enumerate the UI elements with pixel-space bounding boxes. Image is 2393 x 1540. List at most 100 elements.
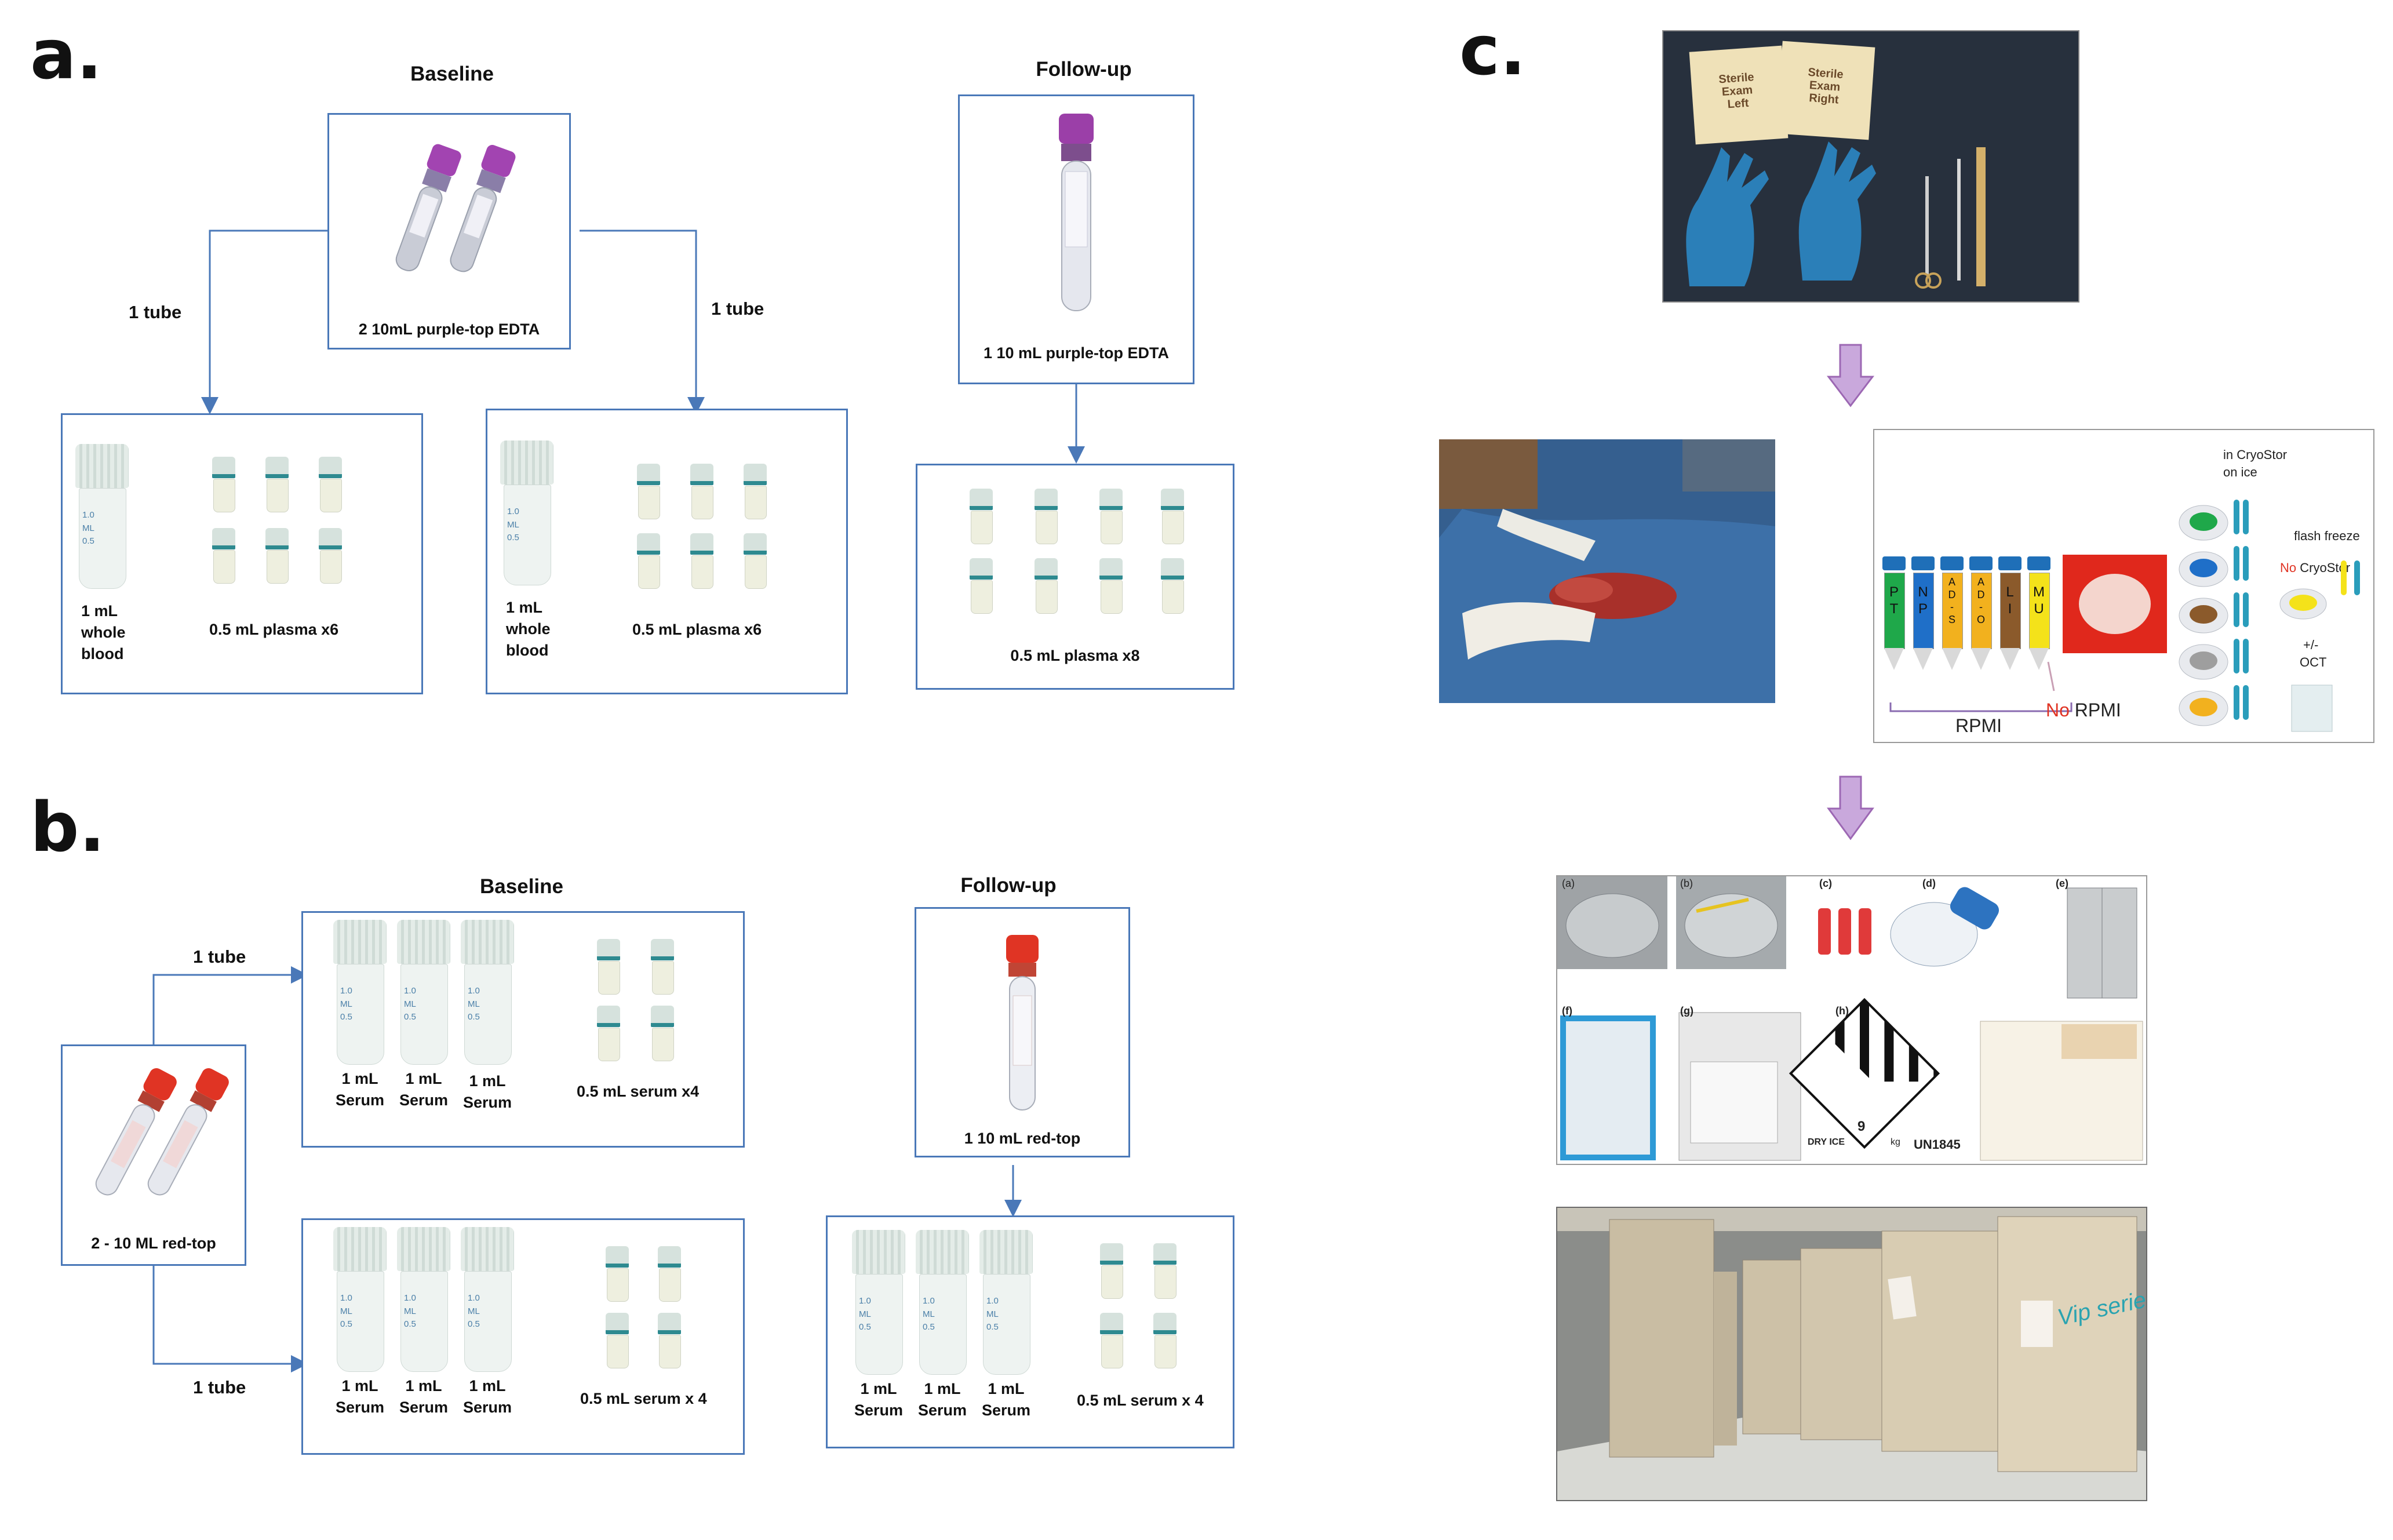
- followup-tube-label: 1 10 mL purple-top EDTA: [983, 344, 1170, 362]
- plasma-vial: [211, 457, 236, 515]
- serum-label-line2: Serum: [462, 1399, 512, 1416]
- shipping-sub-g: (g): [1680, 1005, 1693, 1017]
- serum-vial: [1099, 1313, 1124, 1371]
- serum-label-line2: Serum: [335, 1399, 385, 1416]
- box1-whole-blood-line2: whole: [81, 624, 126, 641]
- serum-label-line2: Serum: [399, 1399, 449, 1416]
- shipping-sub-d: (d): [1922, 878, 1936, 889]
- plasma-vial: [742, 533, 768, 591]
- freezer-room-photo: Vip series: [1556, 1207, 2147, 1501]
- rpmi-label: RPMI: [1955, 715, 2002, 736]
- dry-ice-label: DRY ICE: [1808, 1137, 1845, 1147]
- plasma-vial: [636, 533, 661, 591]
- panel-a-left-branch-label: 1 tube: [129, 302, 182, 322]
- serum-vial: [604, 1246, 630, 1304]
- freezer-room-scene: [1557, 1208, 2146, 1500]
- hazmat-class: 9: [1857, 1119, 1866, 1134]
- connector-b-bottom: [152, 1266, 308, 1372]
- panel-a-followup-tube-box: 1 10 mL purple-top EDTA: [958, 94, 1194, 384]
- serum-vial: [657, 1246, 682, 1304]
- shipping-sub-e: (e): [2056, 878, 2068, 889]
- serum-vial: [1152, 1243, 1178, 1301]
- kg-label: kg: [1891, 1137, 1900, 1147]
- purple-top-tube-image: [1059, 114, 1094, 311]
- box2-whole-blood-line3: blood: [506, 642, 549, 659]
- serum-label-line1: 1 mL: [469, 1377, 506, 1395]
- serum-vial: [1099, 1243, 1124, 1301]
- panel-b-top-branch-label: 1 tube: [193, 946, 246, 967]
- panel-b-baseline-tube-box: 2 - 10 ML red-top: [61, 1044, 246, 1266]
- plasma-vial: [1160, 558, 1185, 616]
- serum-top-aliquot-label: 0.5 mL serum x4: [577, 1083, 700, 1100]
- plasma-vial: [264, 528, 290, 586]
- plasma-vial: [1033, 489, 1059, 547]
- box2-plasma-label: 0.5 mL plasma x6: [632, 621, 762, 638]
- serum-label-line2: Serum: [917, 1401, 967, 1419]
- plasma-vial: [689, 464, 715, 522]
- serum-bottom-aliquot-label: 0.5 mL serum x 4: [580, 1390, 707, 1407]
- plasma-vial: [1098, 558, 1124, 616]
- serum-vial: [650, 939, 675, 997]
- shipping-sub-f: (f): [1562, 1005, 1572, 1017]
- panel-label-a: a.: [30, 14, 103, 94]
- panel-a-followup-title: Follow-up: [1036, 58, 1132, 81]
- plasma-vial: [742, 464, 768, 522]
- connector-a-right: [580, 230, 705, 414]
- plasma-vial: [689, 533, 715, 591]
- plasma-vial: [211, 528, 236, 586]
- serum-label-line2: Serum: [981, 1401, 1031, 1419]
- shipping-collage: (a) (b) (c) (d) (e) (f) (g) (h) 9 UN1845…: [1556, 875, 2147, 1165]
- plasma-vial: [636, 464, 661, 522]
- serum-label-line1: 1 mL: [341, 1070, 378, 1087]
- baseline-tube-label: 2 10mL purple-top EDTA: [358, 321, 540, 338]
- shipping-sub-h: (h): [1835, 1005, 1849, 1017]
- plasma-vial: [264, 457, 290, 515]
- plasma-vial: [968, 489, 994, 547]
- serum-label-line1: 1 mL: [988, 1380, 1025, 1397]
- serum-label-line1: 1 mL: [924, 1380, 961, 1397]
- box3-plasma-label: 0.5 mL plasma x8: [1010, 647, 1140, 664]
- serum-label-line1: 1 mL: [469, 1072, 506, 1090]
- connector-a-left: [201, 230, 327, 414]
- panel-label-c: c.: [1459, 10, 1526, 90]
- box1-plasma-label: 0.5 mL plasma x6: [209, 621, 339, 638]
- box1-whole-blood-line1: 1 mL: [81, 602, 118, 620]
- plasma-vial: [1033, 558, 1059, 616]
- box2-whole-blood-line1: 1 mL: [506, 599, 543, 616]
- panel-a-baseline-tube-box: 2 10mL purple-top EDTA: [327, 113, 571, 349]
- shipping-collage-graphics: [1557, 876, 2143, 1161]
- serum-label-line1: 1 mL: [405, 1377, 442, 1395]
- hazmat-code: UN1845: [1914, 1137, 1961, 1152]
- serum-label-line2: Serum: [854, 1401, 904, 1419]
- flash-freeze-label: flash freeze: [2294, 529, 2360, 543]
- oct-label-1: +/-: [2303, 638, 2319, 652]
- shipping-sub-c: (c): [1819, 878, 1832, 889]
- serum-vial: [596, 1006, 621, 1064]
- in-cryostor-label: in CryoStor: [2223, 447, 2288, 462]
- plasma-vial: [968, 558, 994, 616]
- no-rpmi-label: No RPMI: [2046, 700, 2121, 720]
- serum-label-line1: 1 mL: [405, 1070, 442, 1087]
- panel-b-followup-tube-box: 1 10 mL red-top: [915, 907, 1130, 1157]
